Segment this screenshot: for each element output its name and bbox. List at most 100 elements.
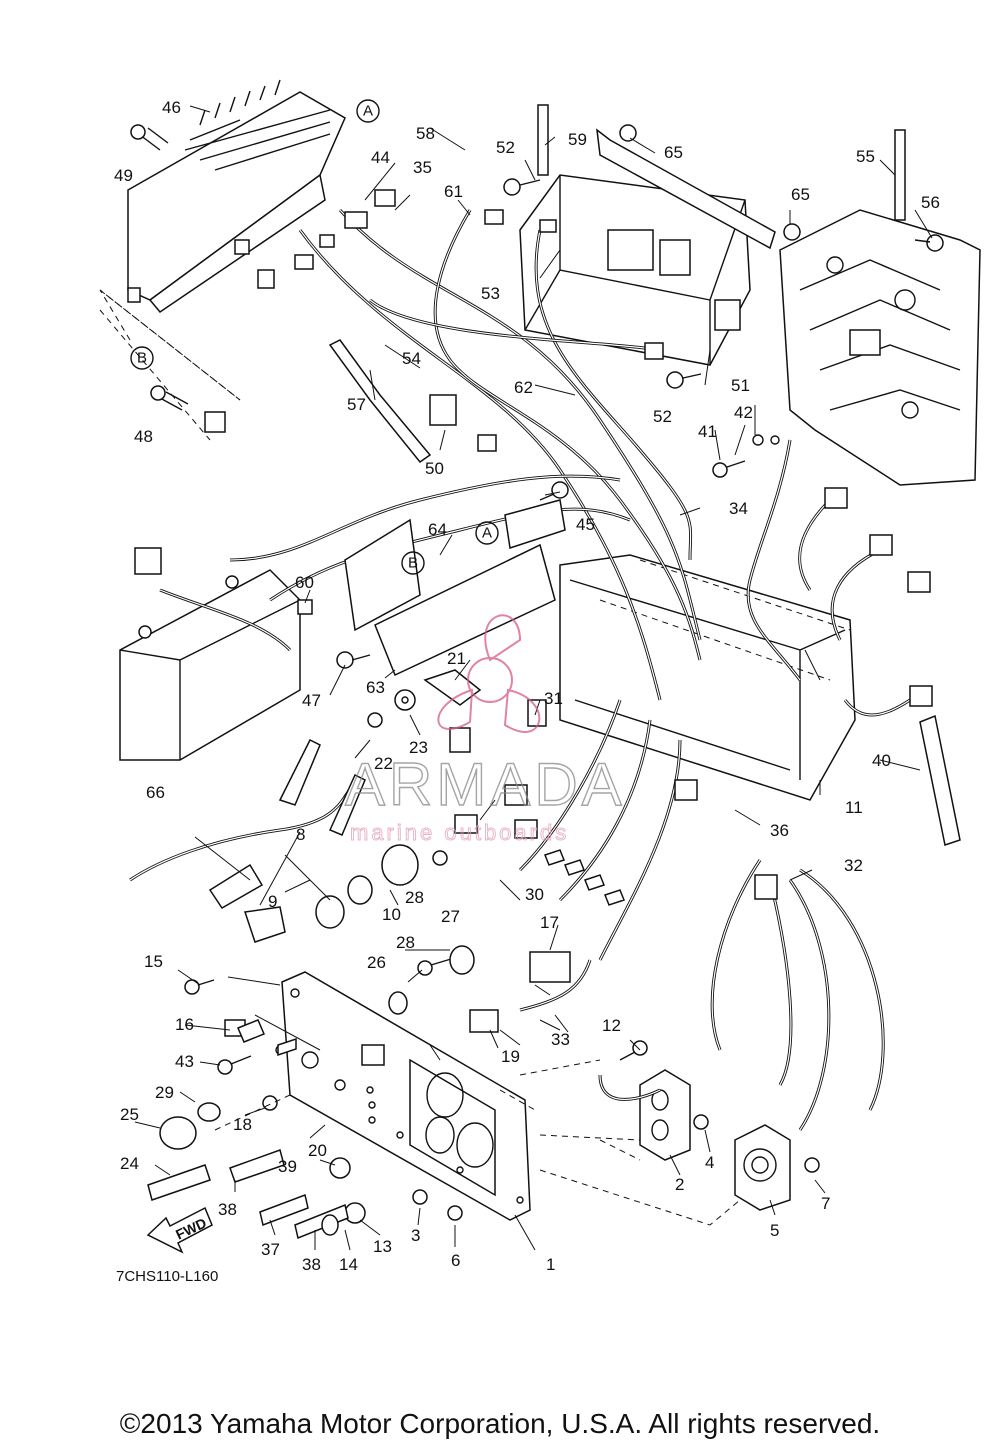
leader-lines xyxy=(99,105,933,1251)
label-36: 36 xyxy=(770,821,789,840)
label-3: 3 xyxy=(411,1226,420,1245)
label-6: 6 xyxy=(451,1251,460,1270)
label-60: 60 xyxy=(295,573,314,592)
label-37: 37 xyxy=(261,1240,280,1259)
inverter-module xyxy=(519,128,776,366)
label-15: 15 xyxy=(144,952,163,971)
svg-text:B: B xyxy=(137,350,147,367)
label-61: 61 xyxy=(444,182,463,201)
label-23: 23 xyxy=(409,738,428,757)
label-51: 51 xyxy=(731,376,750,395)
label-32: 32 xyxy=(844,856,863,875)
label-16: 16 xyxy=(175,1015,194,1034)
power-cord xyxy=(208,738,366,910)
label-44: 44 xyxy=(371,148,390,167)
callout-b-2: B xyxy=(401,551,425,575)
copyright-notice: ©2013 Yamaha Motor Corporation, U.S.A. A… xyxy=(119,1408,881,1439)
label-13: 13 xyxy=(373,1237,392,1256)
part-labels: 1 2 3 4 5 6 7 8 9 10 11 12 13 14 15 16 1… xyxy=(114,98,940,1274)
fasteners xyxy=(130,124,944,1224)
fwd-arrow-icon: FWD xyxy=(146,1206,213,1254)
label-10: 10 xyxy=(382,905,401,924)
label-4: 4 xyxy=(705,1153,714,1172)
label-49: 49 xyxy=(114,166,133,185)
label-64: 64 xyxy=(428,520,447,539)
label-56: 56 xyxy=(921,193,940,212)
watermark: ARMADA marine outboards xyxy=(344,614,626,846)
engine-block xyxy=(779,209,981,486)
label-38a: 38 xyxy=(218,1200,237,1219)
watermark-subtext: marine outboards xyxy=(350,820,569,845)
ac-outlet-duplex xyxy=(639,1069,691,1161)
label-1: 1 xyxy=(546,1255,555,1274)
label-47: 47 xyxy=(302,691,321,710)
switches-and-knobs xyxy=(147,844,475,1240)
label-25: 25 xyxy=(120,1105,139,1124)
svg-text:B: B xyxy=(408,555,418,572)
label-35: 35 xyxy=(413,158,432,177)
label-52a: 52 xyxy=(496,138,515,157)
label-59: 59 xyxy=(568,130,587,149)
figure-code: 7CHS110-L160 xyxy=(116,1268,218,1285)
connectors xyxy=(204,189,933,1037)
label-41: 41 xyxy=(698,422,717,441)
watermark-propeller-icon xyxy=(437,614,541,733)
label-26: 26 xyxy=(367,953,386,972)
label-22: 22 xyxy=(374,754,393,773)
label-48: 48 xyxy=(134,427,153,446)
shield-plates xyxy=(344,499,566,677)
label-46: 46 xyxy=(162,98,181,117)
label-11: 11 xyxy=(845,798,863,817)
label-66: 66 xyxy=(146,783,165,802)
label-29: 29 xyxy=(155,1083,174,1102)
fwd-label: FWD xyxy=(173,1215,209,1243)
label-50: 50 xyxy=(425,459,444,478)
label-12: 12 xyxy=(602,1016,621,1035)
label-33: 33 xyxy=(551,1030,570,1049)
watermark-text: ARMADA xyxy=(345,751,626,818)
label-52b: 52 xyxy=(653,407,672,426)
label-8: 8 xyxy=(296,825,305,844)
callout-a-2: A xyxy=(475,521,499,545)
label-14: 14 xyxy=(339,1255,358,1274)
wire-harness xyxy=(129,209,911,1131)
label-9: 9 xyxy=(268,892,277,911)
label-17: 17 xyxy=(540,913,559,932)
label-39: 39 xyxy=(278,1157,297,1176)
label-40: 40 xyxy=(872,751,891,770)
callout-a-1: A xyxy=(356,99,380,123)
label-42: 42 xyxy=(734,403,753,422)
label-24: 24 xyxy=(120,1154,139,1173)
svg-text:A: A xyxy=(482,525,492,542)
label-31: 31 xyxy=(544,689,563,708)
label-2: 2 xyxy=(675,1175,684,1194)
label-43: 43 xyxy=(175,1052,194,1071)
label-21: 21 xyxy=(447,649,466,668)
label-63: 63 xyxy=(366,678,385,697)
label-65a: 65 xyxy=(664,143,683,162)
label-55: 55 xyxy=(856,147,875,166)
label-45: 45 xyxy=(576,515,595,534)
label-19: 19 xyxy=(501,1047,520,1066)
panel-frame xyxy=(559,554,856,801)
battery xyxy=(119,547,301,761)
label-54: 54 xyxy=(402,349,421,368)
svg-text:A: A xyxy=(363,103,373,120)
front-panel-plate xyxy=(275,971,531,1221)
ac-outlet-twist-lock xyxy=(734,1124,791,1211)
label-30: 30 xyxy=(525,885,544,904)
label-18: 18 xyxy=(233,1115,252,1134)
label-27: 27 xyxy=(441,907,460,926)
label-65b: 65 xyxy=(791,185,810,204)
label-38b: 38 xyxy=(302,1255,321,1274)
label-5: 5 xyxy=(770,1221,779,1240)
callout-b-1: B xyxy=(130,346,154,370)
cable-ties xyxy=(328,104,961,846)
label-57: 57 xyxy=(347,395,366,414)
label-28a: 28 xyxy=(405,888,424,907)
label-58: 58 xyxy=(416,124,435,143)
label-53: 53 xyxy=(481,284,500,303)
label-34: 34 xyxy=(729,499,748,518)
label-7: 7 xyxy=(821,1194,830,1213)
